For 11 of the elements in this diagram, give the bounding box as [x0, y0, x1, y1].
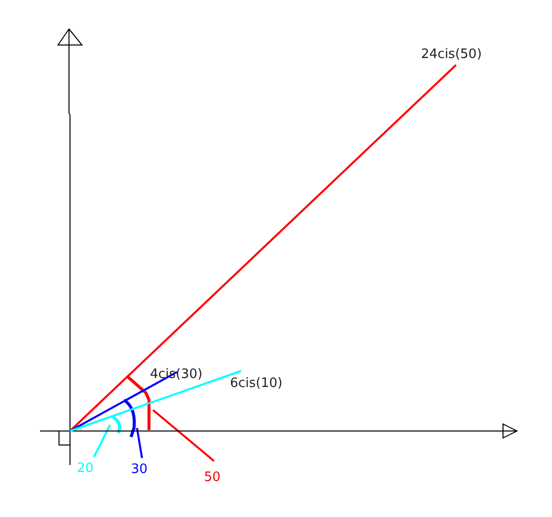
angle-arc	[112, 416, 122, 434]
angle-label: 30	[131, 462, 148, 477]
angle-label: 20	[77, 461, 94, 476]
angle-arc	[127, 376, 150, 430]
angle-label: 50	[204, 470, 221, 485]
vector-label: 6cis(10)	[230, 376, 282, 391]
leader-line	[152, 409, 215, 462]
leader-line	[93, 424, 111, 458]
vector-label: 24cis(50)	[421, 47, 482, 62]
leader-line	[136, 428, 143, 458]
angle-arc	[123, 398, 136, 438]
